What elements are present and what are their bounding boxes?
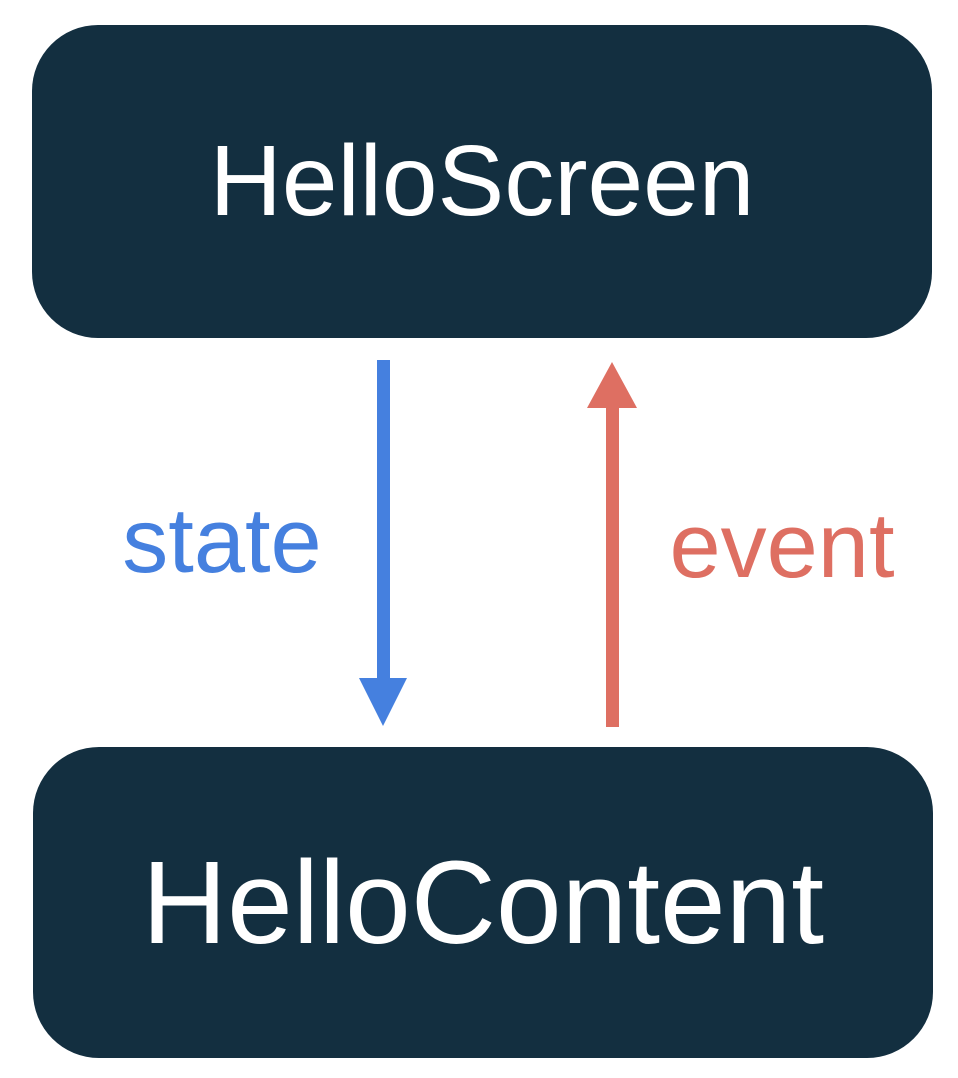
state-arrow-shaft bbox=[377, 360, 390, 680]
hello-screen-node: HelloScreen bbox=[32, 25, 932, 338]
hello-screen-label: HelloScreen bbox=[209, 125, 755, 237]
event-arrow-shaft bbox=[606, 406, 619, 727]
state-arrow-label: state bbox=[122, 490, 322, 592]
event-arrow-label: event bbox=[669, 495, 895, 597]
arrowhead-up-icon bbox=[587, 362, 637, 408]
hello-content-node: HelloContent bbox=[33, 747, 933, 1058]
hello-content-label: HelloContent bbox=[141, 836, 825, 969]
arrowhead-down-icon bbox=[359, 678, 407, 726]
